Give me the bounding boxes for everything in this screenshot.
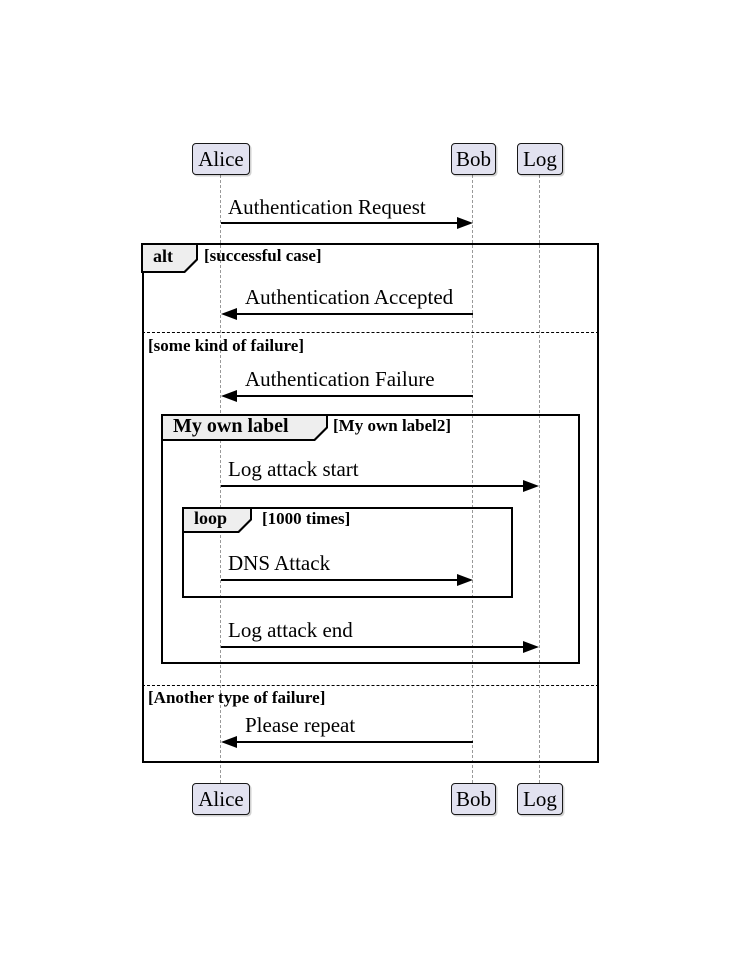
message-label-authentication-failure: Authentication Failure xyxy=(245,367,435,391)
message-arrow-authentication-failure xyxy=(237,395,473,397)
message-arrow-authentication-request xyxy=(221,222,457,224)
message-arrow-please-repeat xyxy=(237,741,473,743)
frame-alt xyxy=(142,243,599,763)
message-arrow-dns-attack xyxy=(221,579,457,581)
divider-another-type-of-failure xyxy=(142,685,599,686)
message-arrow-authentication-accepted xyxy=(237,313,473,315)
arrowhead-right-icon xyxy=(457,574,473,586)
frame-my-own-label xyxy=(161,414,580,664)
message-label-authentication-request: Authentication Request xyxy=(228,195,426,219)
frame-condition-1000-times: [1000 times] xyxy=(262,509,351,528)
message-label-please-repeat: Please repeat xyxy=(245,713,356,737)
frame-loop xyxy=(182,507,513,598)
frame-operator-alt: alt xyxy=(153,246,173,266)
arrowhead-right-icon xyxy=(523,480,539,492)
arrowhead-left-icon xyxy=(221,390,237,402)
arrowhead-left-icon xyxy=(221,308,237,320)
frame-operator-my-own-label: My own label xyxy=(173,415,289,437)
lifeline-log xyxy=(539,175,540,783)
participant-box-bob-top: Bob xyxy=(451,143,496,175)
message-arrow-log-attack-end xyxy=(221,646,524,648)
arrowhead-left-icon xyxy=(221,736,237,748)
message-arrow-log-attack-start xyxy=(221,485,524,487)
participant-box-bob-bottom: Bob xyxy=(451,783,496,815)
frame-condition-successful-case: [successful case] xyxy=(204,246,322,265)
divider-some-kind-of-failure xyxy=(142,332,599,333)
arrowhead-right-icon xyxy=(523,641,539,653)
participant-box-log-bottom: Log xyxy=(517,783,563,815)
divider-condition-another-type-of-failure: [Another type of failure] xyxy=(148,688,326,707)
participant-box-log-top: Log xyxy=(517,143,563,175)
message-label-authentication-accepted: Authentication Accepted xyxy=(245,285,454,309)
participant-box-alice-top: Alice xyxy=(192,143,250,175)
message-label-log-attack-start: Log attack start xyxy=(228,457,359,481)
lifeline-alice xyxy=(220,175,221,783)
frame-operator-loop: loop xyxy=(194,508,228,528)
divider-condition-some-kind-of-failure: [some kind of failure] xyxy=(148,336,304,355)
frame-condition-my-own-label2: [My own label2] xyxy=(333,416,452,435)
frame-tab-alt: alt xyxy=(141,243,198,273)
lifeline-bob xyxy=(472,175,473,783)
message-label-dns-attack: DNS Attack xyxy=(228,551,331,575)
message-label-log-attack-end: Log attack end xyxy=(228,618,353,642)
frame-tab-my-own-label: My own label xyxy=(161,414,328,441)
arrowhead-right-icon xyxy=(457,217,473,229)
frame-tab-loop: loop xyxy=(182,507,252,533)
participant-box-alice-bottom: Alice xyxy=(192,783,250,815)
